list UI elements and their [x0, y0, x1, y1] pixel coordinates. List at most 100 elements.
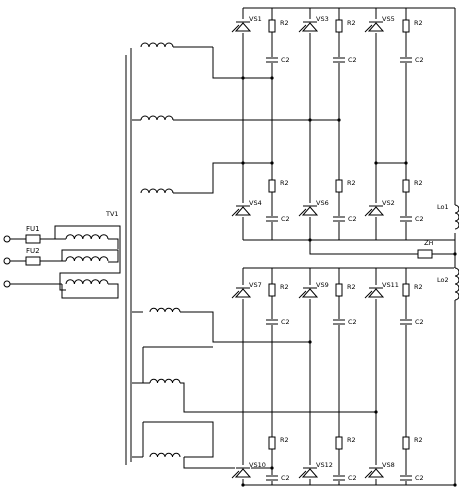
- junction-dot-8: [270, 161, 274, 165]
- junction-dot-9: [308, 238, 312, 242]
- terminal-2: [3, 257, 11, 265]
- capacitor-c2-upper-top-1: [266, 57, 278, 63]
- resistor-r2-upper-top-3: [402, 19, 410, 33]
- resistor-r2-upper-bottom-2: [335, 179, 343, 193]
- capacitor-c2-upper-top-2-gap: [333, 57, 345, 63]
- junction-dot-2: [270, 76, 274, 80]
- resistor-r2-lower-bottom-3: [402, 436, 410, 450]
- thyristor-vs8-gate: [364, 470, 373, 479]
- capacitor-c2-lower-bottom-1-gap: [266, 475, 278, 481]
- thyristor-vs1-triangle: [234, 22, 252, 32]
- thyristor-vs5-gate: [364, 24, 373, 33]
- thyristor-vs5-label: VS5: [382, 15, 395, 23]
- thyristor-vs6-triangle: [301, 206, 319, 216]
- thyristor-vs10-gate: [231, 470, 240, 479]
- capacitor-c2-lower-bottom-3: [400, 475, 412, 481]
- thyristor-vs4-label: VS4: [249, 199, 262, 207]
- resistor-r2-lower-top-3: [402, 283, 410, 297]
- capacitor-c2-upper-top-1-label: C2: [281, 56, 290, 64]
- capacitor-c2-lower-bottom-1-label: C2: [281, 474, 290, 482]
- junction-dot-1: [241, 76, 245, 80]
- thyristor-vs7-gate: [231, 290, 240, 299]
- thyristor-vs11-gate: [364, 290, 373, 299]
- capacitor-c2-lower-top-1-gap: [266, 319, 278, 325]
- fuse-fu2: [25, 256, 41, 266]
- secondary-coil-upper-2: [140, 115, 174, 121]
- capacitor-c2-lower-top-2-gap: [333, 319, 345, 325]
- capacitor-c2-upper-top-2-label: C2: [348, 56, 357, 64]
- thyristor-vs3-label: VS3: [316, 15, 329, 23]
- thyristor-vs1-gate: [231, 24, 240, 33]
- secondary-coil-lower-2: [149, 378, 181, 384]
- junction-dot-12: [374, 410, 378, 414]
- capacitor-c2-lower-top-1: [266, 319, 278, 325]
- thyristor-vs8-label: VS8: [382, 461, 395, 469]
- junction-dot-15: [453, 483, 457, 487]
- resistor-r2-upper-bottom-1-label: R2: [280, 179, 289, 187]
- junction-dot-13: [270, 466, 274, 470]
- capacitor-c2-lower-top-1-label: C2: [281, 318, 290, 326]
- resistor-r2-upper-top-3-label: R2: [414, 19, 423, 27]
- primary-coil-1: [65, 234, 109, 240]
- capacitor-c2-lower-top-3-label: C2: [415, 318, 424, 326]
- thyristor-vs4-gate: [231, 208, 240, 217]
- terminal-1: [3, 235, 11, 243]
- capacitor-c2-upper-bottom-2-gap: [333, 216, 345, 222]
- thyristor-vs9-gate: [298, 290, 307, 299]
- thyristor-vs1-label: VS1: [249, 15, 262, 23]
- resistor-r2-upper-top-2-label: R2: [347, 19, 356, 27]
- junction-dot-3: [308, 118, 312, 122]
- junction-dot-4: [337, 118, 341, 122]
- fuse-fu2-label: FU2: [26, 247, 40, 255]
- capacitor-c2-upper-bottom-1: [266, 216, 278, 222]
- capacitor-c2-upper-bottom-3-label: C2: [415, 215, 424, 223]
- inductor-lo1-bg: [454, 205, 459, 229]
- thyristor-vs11-triangle: [367, 288, 385, 298]
- capacitor-c2-lower-bottom-2: [333, 475, 345, 481]
- resistor-r2-lower-bottom-3-label: R2: [414, 436, 423, 444]
- thyristor-vs10-label: VS10: [249, 461, 266, 469]
- capacitor-c2-upper-bottom-1-gap: [266, 216, 278, 222]
- terminal-3: [3, 280, 11, 288]
- thyristor-vs6-label: VS6: [316, 199, 329, 207]
- thyristor-vs12-label: VS12: [316, 461, 333, 469]
- resistor-r2-lower-top-1: [268, 283, 276, 297]
- capacitor-c2-upper-bottom-2-label: C2: [348, 215, 357, 223]
- capacitor-c2-upper-bottom-3: [400, 216, 412, 222]
- capacitor-c2-lower-bottom-2-label: C2: [348, 474, 357, 482]
- thyristor-vs2-gate: [364, 208, 373, 217]
- thyristor-vs12-gate: [298, 470, 307, 479]
- primary-coil-1-bg: [66, 234, 108, 240]
- capacitor-c2-lower-top-2: [333, 319, 345, 325]
- capacitor-c2-upper-bottom-2: [333, 216, 345, 222]
- resistor-r2-upper-bottom-1: [268, 179, 276, 193]
- thyristor-vs4-triangle: [234, 206, 252, 216]
- resistor-r2-lower-top-3-label: R2: [414, 283, 423, 291]
- secondary-coil-lower-3: [149, 452, 181, 458]
- load-label: Zн: [424, 239, 433, 247]
- inductor-lo2: [454, 267, 459, 301]
- static-wiring: FU1 FU2 TV1 Zн: [3, 7, 456, 486]
- capacitor-c2-upper-top-3-gap: [400, 57, 412, 63]
- resistor-r2-lower-top-2-label: R2: [347, 283, 356, 291]
- load-resistor: [417, 249, 433, 259]
- capacitor-c2-upper-top-2: [333, 57, 345, 63]
- thyristor-vs9-triangle: [301, 288, 319, 298]
- inductor-lo2-label: Lo2: [437, 276, 449, 284]
- primary-coil-3-bg: [66, 279, 108, 285]
- capacitor-c2-upper-bottom-1-label: C2: [281, 215, 290, 223]
- junction-dot-6: [404, 161, 408, 165]
- resistor-r2-lower-bottom-2: [335, 436, 343, 450]
- secondary-coil-upper-1: [140, 42, 174, 48]
- resistor-r2-lower-top-2: [335, 283, 343, 297]
- secondary-coil-lower-1: [149, 307, 181, 313]
- thyristor-vs7-label: VS7: [249, 281, 262, 289]
- thyristor-vs10-triangle: [234, 468, 252, 478]
- inductor-lo1-label: Lo1: [437, 203, 449, 211]
- capacitor-c2-lower-top-3: [400, 319, 412, 325]
- resistor-r2-lower-top-1-label: R2: [280, 283, 289, 291]
- fuse-fu1-label: FU1: [26, 225, 40, 233]
- resistor-r2-lower-bottom-2-label: R2: [347, 436, 356, 444]
- resistor-r2-upper-top-1-label: R2: [280, 19, 289, 27]
